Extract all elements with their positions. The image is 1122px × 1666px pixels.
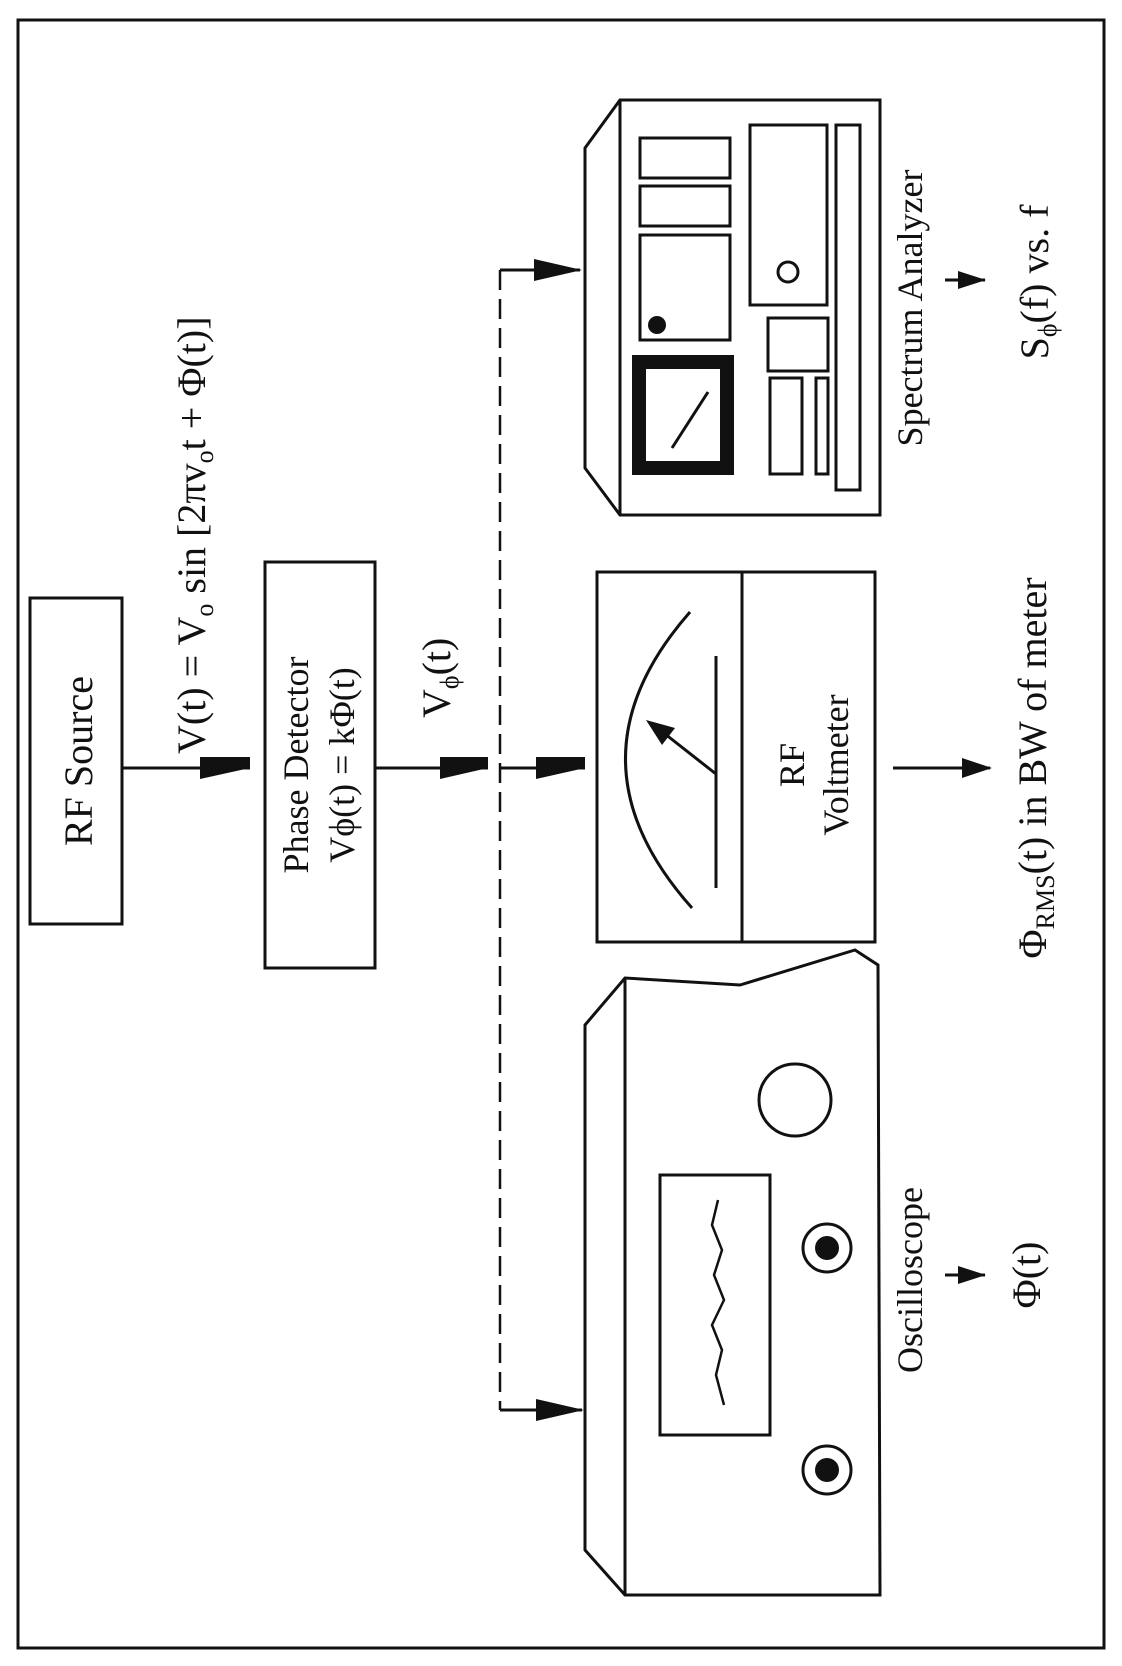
diagram-frame — [18, 20, 1104, 1648]
oscilloscope-label: Oscilloscope — [890, 1187, 930, 1373]
source-to-detector-arrowhead — [200, 757, 250, 779]
detector-output-arrowhead — [440, 757, 488, 779]
phase-detector-equation: Vϕ(t) = kΦ(t) — [322, 667, 362, 863]
input-signal-equation: V(t) = Vo sin [2πvot + Φ(t)] — [169, 316, 219, 754]
junction-to-voltmeter-arrowhead — [536, 757, 585, 779]
spectrum-output-label: Sϕ(f) vs. f — [1012, 204, 1062, 359]
oscilloscope-output-arrowhead — [958, 1266, 986, 1284]
spectrum-analyzer-block: Spectrum Analyzer — [585, 100, 930, 515]
rf-voltmeter-label-voltmeter: Voltmeter — [816, 694, 856, 835]
oscilloscope-output-label: Φ(t) — [1004, 1242, 1049, 1309]
phase-detector-title: Phase Detector — [276, 657, 316, 874]
oscilloscope-block: Oscilloscope — [585, 950, 930, 1595]
rf-source-block: RF Source — [30, 598, 122, 924]
rf-voltmeter-block: RF Voltmeter — [597, 572, 875, 942]
branch-to-oscilloscope-arrowhead — [536, 1399, 584, 1421]
spectrum-indicator-dot — [648, 316, 666, 334]
phase-detector-block: Phase Detector Vϕ(t) = kΦ(t) — [265, 562, 375, 968]
detector-output-label: Vϕ(t) — [414, 638, 464, 718]
spectrum-output-arrowhead — [958, 271, 986, 289]
rf-source-label: RF Source — [56, 676, 101, 846]
spectrum-analyzer-label: Spectrum Analyzer — [890, 170, 930, 447]
oscilloscope-dial — [759, 1064, 831, 1136]
voltmeter-output-label: ΦRMS(t) in BW of meter — [1010, 577, 1060, 958]
rf-voltmeter-label-rf: RF — [772, 743, 812, 787]
spectrum-knob — [778, 262, 798, 282]
branch-to-spectrum-arrowhead — [534, 259, 582, 281]
spectrum-screen — [646, 369, 720, 461]
voltmeter-output-arrowhead — [962, 758, 992, 778]
